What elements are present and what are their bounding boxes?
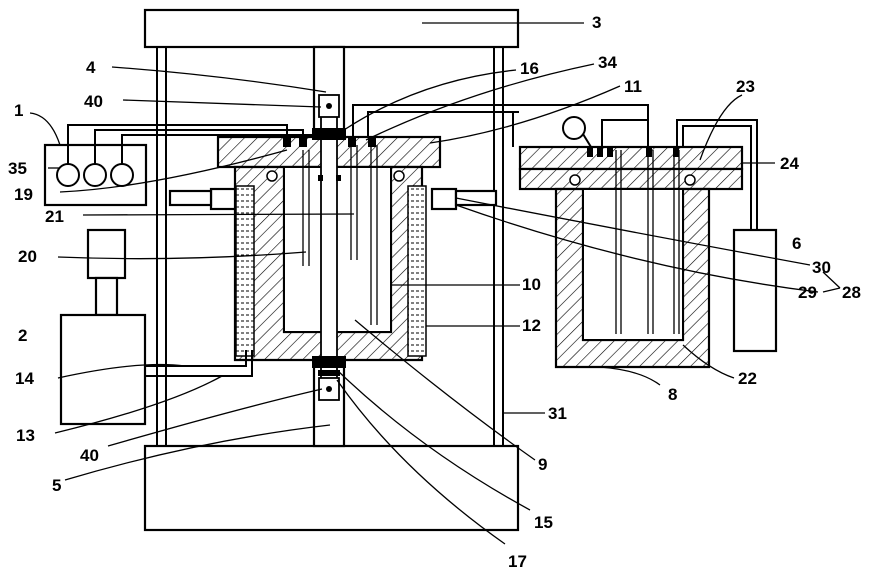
sec-fitting-2 <box>597 147 603 157</box>
lid-fitting-2 <box>299 137 307 147</box>
nut-upper <box>312 128 346 140</box>
label-9: 9 <box>538 455 547 474</box>
right-gauge <box>563 117 585 139</box>
secondary-seal-left <box>570 175 580 185</box>
top-beam <box>145 10 518 47</box>
label-13: 13 <box>16 426 35 445</box>
gauge-left <box>57 164 79 186</box>
nut-lower <box>312 356 346 368</box>
leader-4 <box>112 67 326 92</box>
label-34: 34 <box>598 53 617 72</box>
bolt-top <box>326 103 332 109</box>
label-11: 11 <box>624 77 642 96</box>
leader-28a <box>823 288 840 292</box>
right-port-nozzle <box>456 191 496 205</box>
sec-fitting-5 <box>673 147 679 157</box>
cylinder-6 <box>734 230 776 351</box>
pipe-14 <box>145 350 246 366</box>
label-23: 23 <box>736 77 755 96</box>
label-16: 16 <box>520 59 539 78</box>
left-heating-jacket <box>236 186 254 356</box>
secondary-cavity <box>583 189 683 340</box>
lid-fitting-3 <box>348 137 356 147</box>
lid-fitting-1 <box>283 137 291 147</box>
label-10: 10 <box>522 275 541 294</box>
right-gauge-pipe <box>583 134 591 147</box>
leader-16 <box>344 70 516 130</box>
base-plate <box>145 446 518 530</box>
label-21: 21 <box>45 207 64 226</box>
label-1: 1 <box>14 101 23 120</box>
label-30: 30 <box>812 258 831 277</box>
motor-20 <box>88 230 125 278</box>
label-14: 14 <box>15 369 34 388</box>
label-20: 20 <box>18 247 37 266</box>
right-port-block <box>432 189 456 209</box>
label-40-bottom: 40 <box>80 446 99 465</box>
left-port-nozzle <box>170 191 211 205</box>
small-nut-3 <box>318 370 340 376</box>
small-nut-2 <box>336 175 341 181</box>
left-port-block <box>211 189 235 209</box>
small-nut-1 <box>318 175 323 181</box>
right-heating-jacket <box>408 186 426 356</box>
label-5: 5 <box>52 476 61 495</box>
label-12: 12 <box>522 316 541 335</box>
sec-fitting-3 <box>607 147 613 157</box>
label-6: 6 <box>792 234 801 253</box>
main-seal-right <box>394 171 404 181</box>
label-3: 3 <box>592 13 601 32</box>
secondary-lid-lower <box>520 169 742 189</box>
label-8: 8 <box>668 385 677 404</box>
bolt-bottom <box>326 386 332 392</box>
sec-fitting-4 <box>646 147 652 157</box>
label-17: 17 <box>508 552 527 571</box>
gauge-middle <box>84 164 106 186</box>
label-24: 24 <box>780 154 799 173</box>
leader-8 <box>600 367 660 385</box>
leader-40-top <box>123 100 321 107</box>
label-31: 31 <box>548 404 567 423</box>
secondary-lid <box>520 147 742 169</box>
central-shaft <box>321 112 337 382</box>
gauge-right <box>111 164 133 186</box>
label-28: 28 <box>842 283 861 302</box>
motor-coupling <box>96 278 117 315</box>
secondary-seal-right <box>685 175 695 185</box>
label-4: 4 <box>86 58 96 77</box>
label-35: 35 <box>8 159 27 178</box>
label-15: 15 <box>534 513 553 532</box>
leader-1 <box>30 113 60 145</box>
label-29: 29 <box>798 283 817 302</box>
right-gauge-pipe-2 <box>602 120 648 147</box>
main-seal-left <box>267 171 277 181</box>
label-2: 2 <box>18 326 27 345</box>
sec-fitting-1 <box>587 147 593 157</box>
label-40-top: 40 <box>84 92 103 111</box>
label-22: 22 <box>738 369 757 388</box>
label-19: 19 <box>14 185 33 204</box>
leader-11 <box>430 86 620 143</box>
